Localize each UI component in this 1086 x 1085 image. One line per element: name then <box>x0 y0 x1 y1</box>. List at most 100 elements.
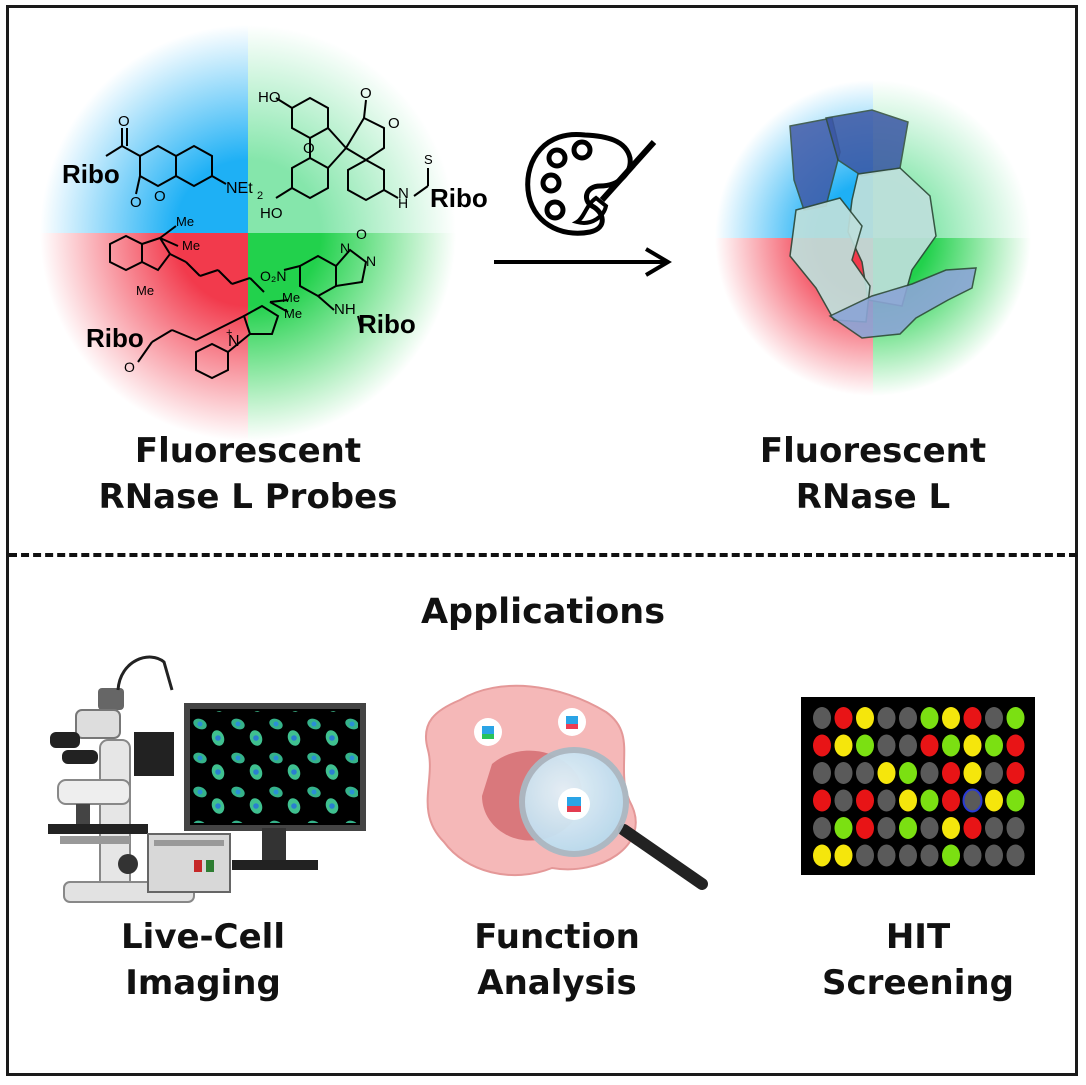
plate-well <box>856 707 874 729</box>
atom-label: O <box>154 188 166 205</box>
cyanine-structure <box>109 225 289 380</box>
plate-well <box>985 789 1003 812</box>
atom-label: N <box>398 185 409 202</box>
plate-well <box>813 844 831 867</box>
plate-well <box>834 734 853 757</box>
atom-label: N <box>228 333 240 350</box>
plate-well <box>942 789 960 812</box>
atom-label: N <box>366 253 376 269</box>
protein-label: Fluorescent RNase L <box>715 428 1031 520</box>
atom-label: NH <box>334 301 356 318</box>
plate-well <box>985 707 1003 729</box>
atom-label: Me <box>182 238 200 253</box>
plate-well <box>985 844 1003 867</box>
atom-label: HO <box>260 205 283 222</box>
atom-label: + <box>226 327 232 339</box>
net2-label: NEt <box>226 180 253 197</box>
plate-well <box>1006 734 1025 757</box>
plate-well <box>813 707 831 729</box>
plate-well <box>877 734 896 757</box>
plate-well <box>1006 762 1025 784</box>
section-divider <box>9 553 1077 557</box>
plate-well <box>877 789 896 812</box>
monitor-icon <box>184 703 366 870</box>
plate-well <box>834 707 853 729</box>
atom-label: Me <box>176 214 194 229</box>
plate-well <box>963 844 982 867</box>
atom-label: N <box>340 240 350 256</box>
atom-label: O <box>124 359 135 375</box>
plate-well <box>856 762 874 784</box>
plate-well <box>877 762 896 784</box>
applications-heading: Applications <box>420 592 666 632</box>
plate-well <box>856 789 874 812</box>
atom-label: O <box>130 194 142 211</box>
atom-label: Me <box>284 306 302 321</box>
plate-well <box>813 734 831 757</box>
plate-well <box>877 707 896 729</box>
atom-label: O <box>388 115 400 132</box>
app-label-line1: Live-Cell <box>121 917 285 957</box>
app-live-cell-imaging: Live-Cell Imaging <box>98 914 308 1006</box>
atom-label: O <box>303 140 315 157</box>
plate-well <box>963 734 982 757</box>
ribo-label-nbd: Ribo <box>358 309 416 339</box>
plate-well <box>942 762 960 784</box>
plate-well <box>920 734 939 757</box>
fluorescein-structure <box>275 96 429 202</box>
plate-well <box>899 789 917 812</box>
probes-label-line1: Fluorescent <box>134 431 362 471</box>
plate-well <box>834 762 853 784</box>
plate-well <box>942 817 960 839</box>
microscope-icon <box>48 655 195 903</box>
svg-text:2: 2 <box>257 190 263 202</box>
plate-well <box>920 762 939 784</box>
plate-well <box>942 707 960 729</box>
atom-label: O <box>356 226 367 242</box>
app-label-line2: Screening <box>822 963 1014 1003</box>
plate-well <box>899 762 917 784</box>
app-hit-screening: HIT Screening <box>800 914 1036 1006</box>
well-grid <box>813 707 1025 867</box>
plate-well <box>813 817 831 839</box>
ribo-label-fluorescein: Ribo <box>430 183 488 213</box>
plate-well <box>1006 707 1025 729</box>
app-label-line1: Function <box>474 917 640 957</box>
plate-well <box>813 762 831 784</box>
atom-label: O₂N <box>260 268 286 284</box>
plate-well <box>899 734 917 757</box>
coumarin-structure <box>105 128 227 195</box>
plate-well <box>920 789 939 812</box>
app-function-analysis: Function Analysis <box>450 914 664 1006</box>
atom-label: Me <box>282 290 300 305</box>
plate-well <box>1006 817 1025 839</box>
protein-label-line2: RNase L <box>795 477 951 517</box>
right-arrow-icon <box>494 247 672 277</box>
plate-well <box>856 844 874 867</box>
plate-well <box>899 844 917 867</box>
power-supply-icon <box>147 833 231 893</box>
plate-well <box>856 734 874 757</box>
plate-well <box>985 817 1003 839</box>
plate-well <box>834 789 853 812</box>
rnase-l-protein-icon <box>789 109 977 339</box>
probes-label-line2: RNase L Probes <box>98 477 398 517</box>
plate-well <box>942 734 960 757</box>
probes-label: Fluorescent RNase L Probes <box>40 428 456 520</box>
plate-well <box>899 817 917 839</box>
magnifier-icon <box>519 747 708 890</box>
atom-label: O <box>118 113 130 130</box>
plate-well <box>963 817 982 839</box>
atom-label: HO <box>258 89 281 106</box>
protein-label-line1: Fluorescent <box>759 431 987 471</box>
atom-label: H <box>398 195 408 211</box>
ribo-label-coumarin: Ribo <box>62 159 120 189</box>
atom-label: O <box>360 85 372 102</box>
paint-palette-icon <box>525 131 657 236</box>
plate-well <box>877 844 896 867</box>
ribo-label-cyanine: Ribo <box>86 323 144 353</box>
plate-well <box>985 762 1003 784</box>
plate-well <box>920 707 939 729</box>
plate-well <box>920 844 939 867</box>
